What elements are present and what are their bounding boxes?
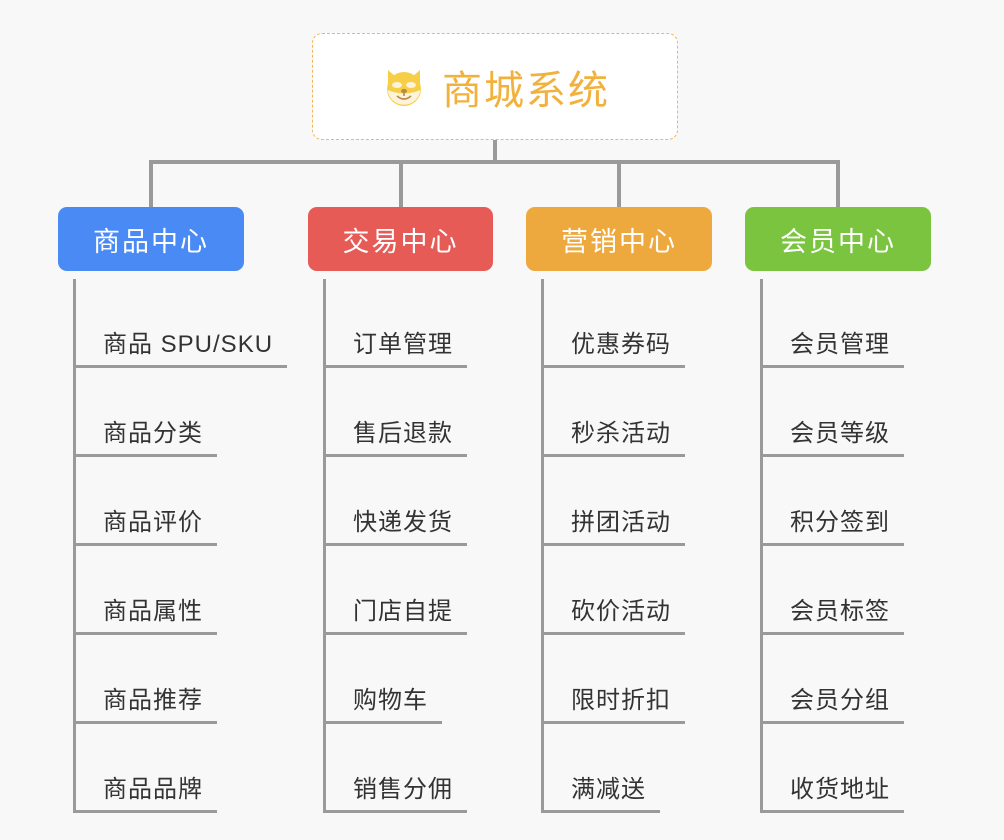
leaf-item[interactable]: 会员等级: [760, 368, 904, 457]
leaf-label: 订单管理: [353, 331, 453, 358]
leaf-label: 会员管理: [790, 331, 890, 358]
leaf-label: 满减送: [571, 776, 646, 803]
leaf-label: 会员分组: [790, 687, 890, 714]
leaf-item[interactable]: 售后退款: [323, 368, 467, 457]
leaf-underline: 快递发货: [323, 502, 467, 546]
leaf-item[interactable]: 满减送: [541, 724, 685, 813]
leaf-underline: 售后退款: [323, 413, 467, 457]
leaf-underline: 优惠券码: [541, 324, 685, 368]
branch-spine-4: [760, 279, 763, 813]
leaf-item[interactable]: 商品推荐: [73, 635, 287, 724]
leaf-label: 优惠券码: [571, 331, 671, 358]
leaf-item[interactable]: 购物车: [323, 635, 467, 724]
leaf-label: 销售分佣: [353, 776, 453, 803]
leaf-label: 会员标签: [790, 598, 890, 625]
leaf-underline: 会员标签: [760, 591, 904, 635]
leaf-item[interactable]: 会员分组: [760, 635, 904, 724]
branch-spine-3: [541, 279, 544, 813]
branch-column-2: 订单管理 售后退款 快递发货 门店自提 购物车 销售分佣: [323, 279, 467, 813]
leaf-item[interactable]: 优惠券码: [541, 279, 685, 368]
leaf-label: 限时折扣: [571, 687, 671, 714]
branch-spine-2: [323, 279, 326, 813]
leaf-underline: 商品推荐: [73, 680, 217, 724]
leaf-label: 商品评价: [103, 509, 203, 536]
connector-horizontal-bus: [150, 160, 840, 164]
leaf-label: 商品 SPU/SKU: [103, 331, 274, 358]
category-label-1: 商品中心: [93, 226, 209, 257]
leaf-label: 门店自提: [353, 598, 453, 625]
leaf-item[interactable]: 门店自提: [323, 546, 467, 635]
leaf-label: 售后退款: [353, 420, 453, 447]
leaf-label: 商品品牌: [103, 776, 203, 803]
leaf-underline: 砍价活动: [541, 591, 685, 635]
leaf-label: 积分签到: [790, 509, 890, 536]
leaf-label: 拼团活动: [571, 509, 671, 536]
leaf-underline: 积分签到: [760, 502, 904, 546]
connector-drop-1: [149, 160, 153, 208]
leaf-underline: 商品评价: [73, 502, 217, 546]
category-label-2: 交易中心: [342, 226, 459, 257]
leaf-label: 快递发货: [353, 509, 453, 536]
leaf-item[interactable]: 商品 SPU/SKU: [73, 279, 288, 368]
leaf-underline: 销售分佣: [323, 769, 467, 813]
leaf-underline: 会员分组: [760, 680, 904, 724]
leaf-item[interactable]: 砍价活动: [541, 546, 685, 635]
leaf-label: 收货地址: [790, 776, 890, 803]
leaf-underline: 订单管理: [323, 324, 467, 368]
leaf-item[interactable]: 商品评价: [73, 457, 287, 546]
category-box-2[interactable]: 交易中心: [308, 207, 493, 271]
leaf-item[interactable]: 积分签到: [760, 457, 904, 546]
category-label-3: 营销中心: [561, 226, 677, 257]
connector-drop-4: [836, 160, 840, 208]
leaf-item[interactable]: 拼团活动: [541, 457, 685, 546]
leaf-label: 购物车: [353, 687, 428, 714]
leaf-underline: 拼团活动: [541, 502, 685, 546]
leaf-item[interactable]: 商品属性: [73, 546, 287, 635]
leaf-label: 商品推荐: [103, 687, 203, 714]
leaf-item[interactable]: 限时折扣: [541, 635, 685, 724]
category-label-4: 会员中心: [780, 226, 896, 257]
category-box-4[interactable]: 会员中心: [745, 207, 931, 271]
root-node[interactable]: 商城系统: [312, 33, 678, 140]
branch-column-3: 优惠券码 秒杀活动 拼团活动 砍价活动 限时折扣 满减送: [541, 279, 685, 813]
leaf-underline: 商品属性: [73, 591, 217, 635]
leaf-underline: 商品 SPU/SKU: [73, 324, 288, 368]
leaf-underline: 商品分类: [73, 413, 217, 457]
leaf-underline: 会员管理: [760, 324, 904, 368]
leaf-underline: 会员等级: [760, 413, 904, 457]
leaf-item[interactable]: 订单管理: [323, 279, 467, 368]
leaf-underline: 商品品牌: [73, 769, 217, 813]
leaf-underline: 门店自提: [323, 591, 467, 635]
leaf-item[interactable]: 收货地址: [760, 724, 904, 813]
category-box-1[interactable]: 商品中心: [58, 207, 244, 271]
leaf-label: 商品分类: [103, 420, 203, 447]
leaf-item[interactable]: 销售分佣: [323, 724, 467, 813]
category-box-3[interactable]: 营销中心: [526, 207, 712, 271]
connector-drop-3: [617, 160, 621, 208]
leaf-label: 秒杀活动: [571, 420, 671, 447]
leaf-label: 商品属性: [103, 598, 203, 625]
leaf-item[interactable]: 会员标签: [760, 546, 904, 635]
branch-spine-1: [73, 279, 76, 813]
leaf-label: 砍价活动: [571, 598, 671, 625]
leaf-label: 会员等级: [790, 420, 890, 447]
leaf-item[interactable]: 快递发货: [323, 457, 467, 546]
branch-column-4: 会员管理 会员等级 积分签到 会员标签 会员分组 收货地址: [760, 279, 904, 813]
root-title: 商城系统: [442, 68, 610, 113]
leaf-underline: 秒杀活动: [541, 413, 685, 457]
leaf-underline: 收货地址: [760, 769, 904, 813]
branch-column-1: 商品 SPU/SKU 商品分类 商品评价 商品属性 商品推荐 商品品牌: [73, 279, 288, 813]
leaf-item[interactable]: 秒杀活动: [541, 368, 685, 457]
shiba-inu-dog-face-icon: [380, 63, 428, 111]
connector-drop-2: [399, 160, 403, 208]
leaf-underline: 购物车: [323, 680, 442, 724]
leaf-item[interactable]: 商品品牌: [73, 724, 287, 813]
leaf-underline: 限时折扣: [541, 680, 685, 724]
leaf-item[interactable]: 商品分类: [73, 368, 287, 457]
leaf-underline: 满减送: [541, 769, 660, 813]
connector-root-stem: [493, 140, 497, 164]
leaf-item[interactable]: 会员管理: [760, 279, 904, 368]
